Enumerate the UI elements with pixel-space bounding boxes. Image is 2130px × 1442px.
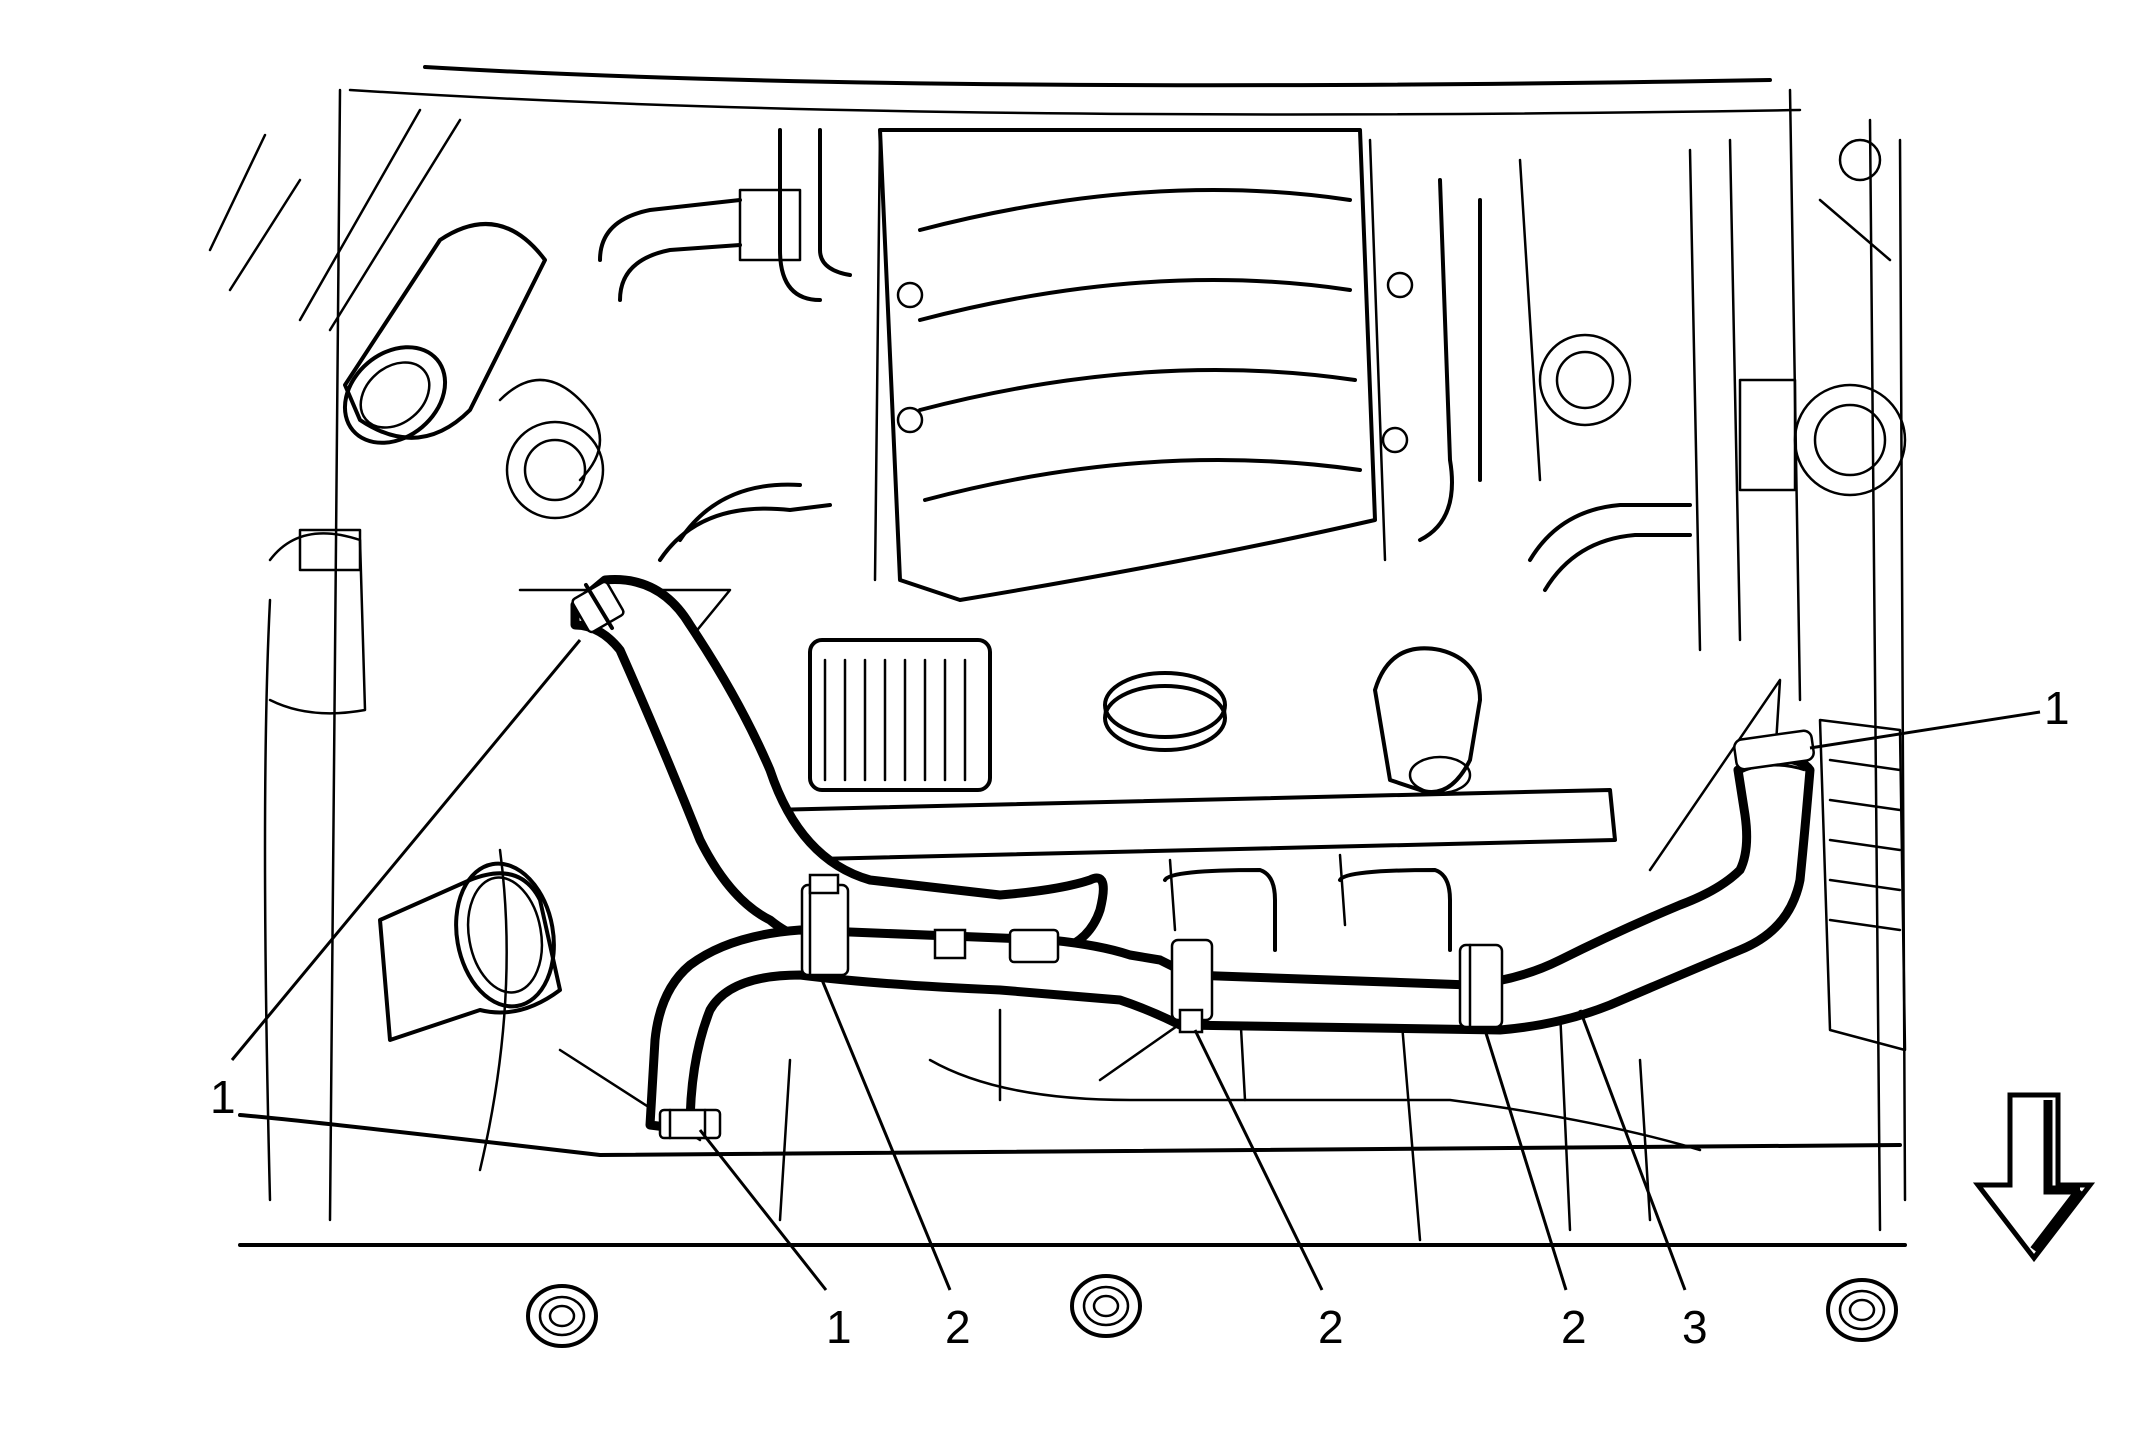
mounting-grommets: [526, 1274, 1898, 1348]
engine-background-lineart: [208, 65, 1907, 1247]
callout-2-c: 2: [1561, 1301, 1587, 1353]
hose-clamp-bottom-left: [658, 1108, 722, 1140]
throttle-body: [1103, 671, 1227, 752]
grommet-left: [526, 1284, 598, 1348]
down-arrow-icon: [1972, 1092, 2096, 1263]
oil-filter: [342, 222, 547, 445]
callout-3: 3: [1682, 1301, 1708, 1353]
hose-clamp-2b: [1170, 938, 1214, 1034]
hose-clamp-2c: [1458, 943, 1504, 1029]
callout-2-a: 2: [945, 1301, 971, 1353]
callout-1-bottom: 1: [826, 1301, 852, 1353]
thermostat-housing: [1373, 646, 1482, 795]
leader-lines: [230, 639, 2041, 1291]
intake-manifold: [873, 128, 1414, 602]
alternator: [808, 638, 992, 792]
callout-1-left: 1: [210, 1071, 236, 1123]
hose-clamp-2a: [800, 873, 850, 977]
callout-labels: 1 1 2 2 2 3 1: [210, 682, 2070, 1353]
callout-1-right: 1: [2044, 682, 2070, 734]
hose-clamp-upper-left: [571, 580, 625, 634]
callout-2-b: 2: [1318, 1301, 1344, 1353]
grommet-right: [1826, 1278, 1898, 1342]
grommet-center: [1070, 1274, 1142, 1338]
air-inlet-duct: [378, 861, 562, 1042]
hose-clamp-upper-right: [1733, 729, 1815, 771]
bracket-center: [933, 928, 1060, 964]
